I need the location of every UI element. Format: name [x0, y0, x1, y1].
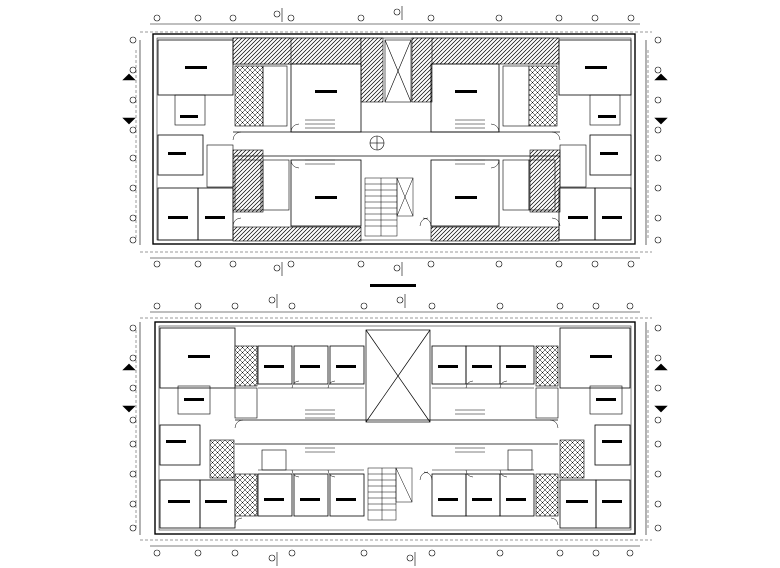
- upper-room: [589, 134, 632, 176]
- grid-bubble-icon: [129, 302, 662, 557]
- lower-grid-lines: [135, 317, 652, 541]
- upper-room: [157, 134, 204, 176]
- upper-room: [430, 159, 500, 227]
- upper-courtyard-hatch: [430, 226, 560, 242]
- stair-icon: [364, 177, 414, 237]
- elevator-void-icon: [365, 329, 431, 423]
- stair-icon: [305, 409, 485, 521]
- upper-room: [558, 187, 596, 241]
- door-swing-icon: [232, 123, 561, 227]
- upper-grid-lines: [135, 31, 652, 253]
- stair-icon: [305, 119, 485, 165]
- door-swing-icon: [234, 380, 559, 526]
- lower-dimension-line: [139, 311, 647, 547]
- upper-outer-wall: [152, 33, 636, 245]
- upper-floor-plan: [122, 6, 668, 287]
- upper-dimension-line: [139, 23, 647, 259]
- lower-service-blocks: [177, 345, 623, 517]
- upper-room: [290, 159, 362, 227]
- upper-room-tag: [168, 66, 622, 219]
- section-marker-icon: [122, 6, 668, 276]
- lower-floor-plan: [122, 294, 668, 566]
- section-marker-icon: [122, 294, 668, 566]
- grid-bubble-icon: [129, 14, 662, 268]
- upper-room: [197, 187, 234, 241]
- lower-outer-wall: [154, 321, 636, 535]
- upper-courtyard-hatch: [232, 226, 362, 242]
- upper-room: [594, 187, 632, 241]
- elevator-void-icon: [369, 39, 412, 151]
- upper-room: [290, 63, 362, 133]
- upper-plan-title-bar: [370, 284, 416, 287]
- upper-room: [157, 187, 199, 241]
- upper-courtyard-hatch: [430, 37, 560, 65]
- lower-room-tag: [166, 355, 622, 503]
- upper-room: [430, 63, 500, 133]
- upper-service-blocks: [174, 65, 621, 211]
